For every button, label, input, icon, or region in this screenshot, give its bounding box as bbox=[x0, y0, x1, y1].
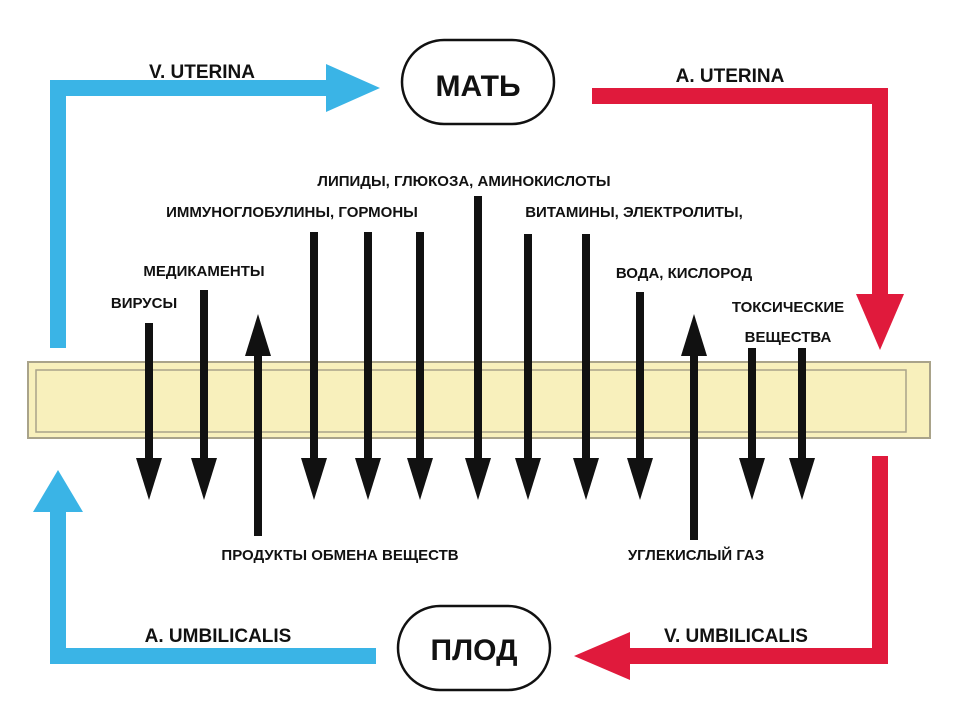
toxic-arrow-2 bbox=[789, 348, 815, 500]
toxic-label-line2: ВЕЩЕСТВА bbox=[745, 329, 832, 346]
v-uterina-label: V. UTERINA bbox=[149, 62, 255, 83]
a-uterina-flow-line bbox=[592, 88, 888, 104]
toxic-arrow-1 bbox=[739, 348, 765, 500]
vitamins-arrow-1 bbox=[515, 234, 541, 500]
up-arrow-blue-head bbox=[33, 470, 83, 512]
fetus-box bbox=[396, 604, 552, 692]
mother-node: МАТЬ bbox=[400, 38, 556, 126]
right-lower-red-line bbox=[872, 456, 888, 664]
immunoglobulins-arrow-1 bbox=[301, 232, 327, 500]
a-umbilicalis-flow-line bbox=[50, 648, 376, 664]
immunoglobulins-label: ИММУНОГЛОБУЛИНЫ, ГОРМОНЫ bbox=[166, 204, 418, 221]
water-oxygen-label: ВОДА, КИСЛОРОД bbox=[616, 265, 753, 282]
left-arrow-red-head bbox=[574, 632, 630, 680]
metabolites-label: ПРОДУКТЫ ОБМЕНА ВЕЩЕСТВ bbox=[221, 547, 458, 564]
v-umbilicalis-flow-line bbox=[628, 648, 888, 664]
co2-up-arrow bbox=[681, 314, 707, 540]
lipids-arrow bbox=[465, 196, 491, 500]
left-upper-blue-line bbox=[50, 80, 66, 348]
v-uterina-flow-line bbox=[50, 80, 328, 96]
hormones-arrow bbox=[407, 232, 433, 500]
viruses-label: ВИРУСЫ bbox=[111, 295, 177, 312]
v-umbilicalis-label: V. UMBILICALIS bbox=[664, 626, 808, 647]
a-umbilicalis-label: A. UMBILICALIS bbox=[145, 626, 292, 647]
fetus-node: ПЛОД bbox=[396, 604, 552, 692]
toxic-label-line1: ТОКСИЧЕСКИЕ bbox=[732, 299, 844, 316]
lipids-label: ЛИПИДЫ, ГЛЮКОЗА, АМИНОКИСЛОТЫ bbox=[317, 173, 610, 190]
red-circuit bbox=[574, 88, 904, 680]
down-arrow-red-head bbox=[856, 294, 904, 350]
placenta-bar-inner bbox=[35, 369, 907, 433]
vitamins-arrow-2 bbox=[573, 234, 599, 500]
viruses-arrow bbox=[136, 323, 162, 500]
metabolites-up-arrow bbox=[245, 314, 271, 536]
water-oxygen-arrow bbox=[627, 292, 653, 500]
medications-arrow bbox=[191, 290, 217, 500]
right-arrow-blue-head bbox=[326, 64, 380, 112]
fetus-label: ПЛОД bbox=[431, 634, 518, 667]
immunoglobulins-arrow-2 bbox=[355, 232, 381, 500]
left-lower-blue-line bbox=[50, 510, 66, 664]
blue-circuit bbox=[33, 64, 380, 664]
vitamins-label: ВИТАМИНЫ, ЭЛЕКТРОЛИТЫ, bbox=[525, 204, 743, 221]
mother-box bbox=[400, 38, 556, 126]
right-upper-red-line bbox=[872, 88, 888, 298]
a-uterina-label: A. UTERINA bbox=[676, 66, 785, 87]
medications-label: МЕДИКАМЕНТЫ bbox=[143, 263, 264, 280]
mother-label: МАТЬ bbox=[435, 70, 520, 103]
co2-label: УГЛЕКИСЛЫЙ ГАЗ bbox=[628, 546, 764, 564]
exchange-arrows bbox=[136, 196, 815, 540]
